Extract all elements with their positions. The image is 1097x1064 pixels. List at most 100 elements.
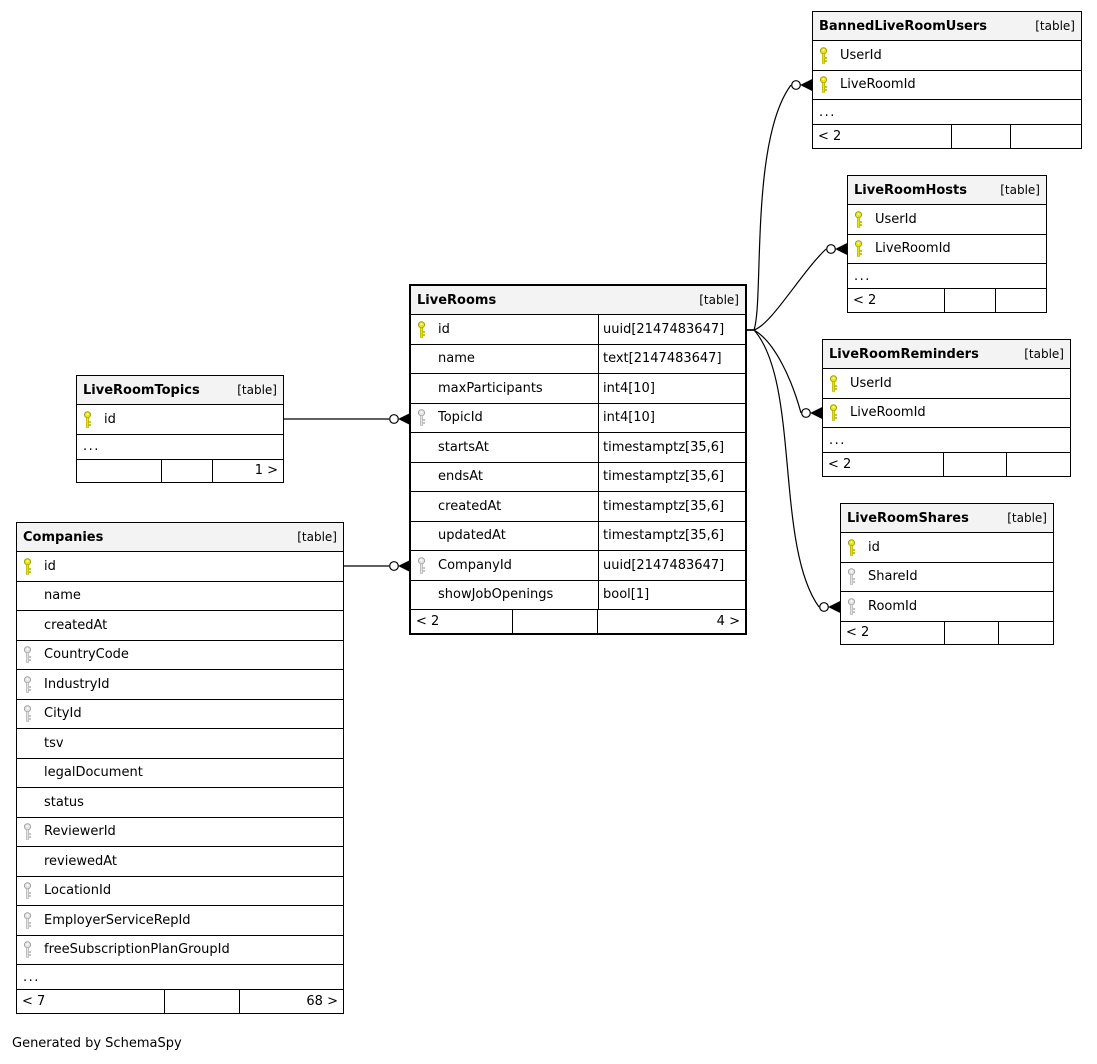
table-footer: 1 > [77, 459, 283, 482]
table-type-tag: [table] [1035, 19, 1075, 33]
relationship-liverooms-liveroomshares [747, 329, 841, 614]
table-header[interactable]: LiveRoomHosts[table] [848, 176, 1046, 205]
footer-cell [162, 459, 213, 482]
column-name: UserId [875, 211, 917, 227]
column-type: uuid[2147483647] [598, 551, 745, 580]
table-name: Companies [23, 529, 104, 545]
footer-cell [1011, 125, 1081, 148]
table-header[interactable]: BannedLiveRoomUsers [table] [813, 12, 1081, 41]
footer-cell: 68 > [306, 993, 338, 1009]
column-name: CountryCode [44, 647, 129, 663]
footer-cell [513, 610, 599, 633]
column-name: createdAt [438, 498, 502, 514]
footer-cell [77, 459, 163, 482]
more-columns-ellipsis: ... [813, 100, 1081, 125]
table-name: LiveRoomTopics [83, 382, 200, 398]
column-name: startsAt [438, 439, 489, 455]
table-LiveRoomShares[interactable]: LiveRoomShares[table] id ShareId RoomId<… [840, 503, 1054, 645]
footer-cell: < 7 [17, 990, 166, 1013]
footer-cell [944, 453, 1007, 476]
column-type: timestamptz[35,6] [598, 462, 745, 491]
primary-key-icon [823, 404, 850, 421]
column-name: LocationId [44, 883, 112, 899]
foreign-key-icon [411, 409, 438, 426]
column-name: name [438, 351, 475, 367]
footer-cell: 1 > [254, 463, 278, 479]
table-header[interactable]: LiveRoomReminders[table] [823, 340, 1070, 369]
primary-key-icon [17, 558, 44, 575]
table-header[interactable]: LiveRoomShares[table] [841, 504, 1053, 533]
table-name: BannedLiveRoomUsers [819, 18, 988, 34]
table-name: LiveRoomReminders [829, 346, 979, 362]
table-type-tag: [table] [237, 383, 277, 397]
foreign-key-icon [17, 912, 44, 929]
zero-or-many-circle [801, 408, 811, 418]
crow-foot-arrow [810, 406, 823, 420]
column-row-TopicId: TopicId int4[10] [411, 403, 745, 433]
table-type-tag: [table] [1000, 183, 1040, 197]
footer-cell [1007, 453, 1070, 476]
table-header[interactable]: LiveRoomTopics [table] [77, 376, 283, 405]
primary-key-icon [841, 539, 868, 556]
primary-key-icon [823, 375, 850, 392]
column-row-ReviewerId: ReviewerId [17, 818, 343, 847]
footer-cell: < 2 [848, 289, 946, 312]
table-name: LiveRoomShares [847, 510, 969, 526]
column-name: EmployerServiceRepId [44, 912, 191, 928]
column-name: maxParticipants [438, 380, 543, 396]
column-name: RoomId [868, 598, 918, 614]
column-name: TopicId [438, 410, 483, 426]
footer-cell [945, 289, 996, 312]
column-name: id [438, 321, 450, 337]
column-row-id: id [17, 552, 343, 582]
column-name: status [44, 794, 84, 810]
column-name: LiveRoomId [875, 241, 951, 257]
column-name: IndustryId [44, 676, 110, 692]
footer-cell: < 2 [823, 453, 945, 476]
relationship-liverooms-bannedliveroomusers [747, 78, 813, 331]
zero-or-many-circle [389, 414, 399, 424]
footer-cell: < 2 [813, 125, 953, 148]
table-type-tag: [table] [297, 530, 337, 544]
foreign-key-icon [411, 557, 438, 574]
column-name: tsv [44, 735, 64, 751]
column-name: ReviewerId [44, 824, 116, 840]
table-LiveRoomTopics[interactable]: LiveRoomTopics [table] id... 1 > [76, 375, 284, 483]
table-header[interactable]: Companies [table] [17, 523, 343, 552]
column-row-legalDocument: legalDocument [17, 759, 343, 788]
primary-key-icon [411, 321, 438, 338]
crow-foot-arrow [800, 78, 813, 92]
column-row-tsv: tsv [17, 729, 343, 759]
table-header[interactable]: LiveRooms[table] [411, 286, 745, 315]
zero-or-many-circle [826, 244, 836, 254]
zero-or-many-circle [389, 561, 399, 571]
foreign-key-icon [17, 705, 44, 722]
more-columns-ellipsis: ... [848, 264, 1046, 289]
table-LiveRoomHosts[interactable]: LiveRoomHosts[table] UserId LiveRoomId..… [847, 175, 1047, 313]
column-name: CityId [44, 706, 82, 722]
column-row-id: id [77, 405, 283, 435]
column-type: int4[10] [598, 403, 745, 432]
column-type: bool[1] [598, 580, 745, 609]
table-BannedLiveRoomUsers[interactable]: BannedLiveRoomUsers[table] UserId LiveRo… [812, 11, 1082, 149]
column-row-reviewedAt: reviewedAt [17, 847, 343, 877]
column-row-LiveRoomId: LiveRoomId [823, 399, 1070, 428]
zero-or-many-circle [819, 602, 829, 612]
column-type: int4[10] [598, 374, 745, 403]
column-name: UserId [840, 47, 882, 63]
table-LiveRoomReminders[interactable]: LiveRoomReminders[table] UserId LiveRoom… [822, 339, 1071, 477]
foreign-key-icon [17, 676, 44, 693]
table-footer: < 2 [823, 453, 1070, 476]
footer-cell [165, 990, 241, 1013]
column-name: createdAt [44, 617, 108, 633]
column-name: updatedAt [438, 528, 506, 544]
more-columns-ellipsis: ... [77, 435, 283, 460]
